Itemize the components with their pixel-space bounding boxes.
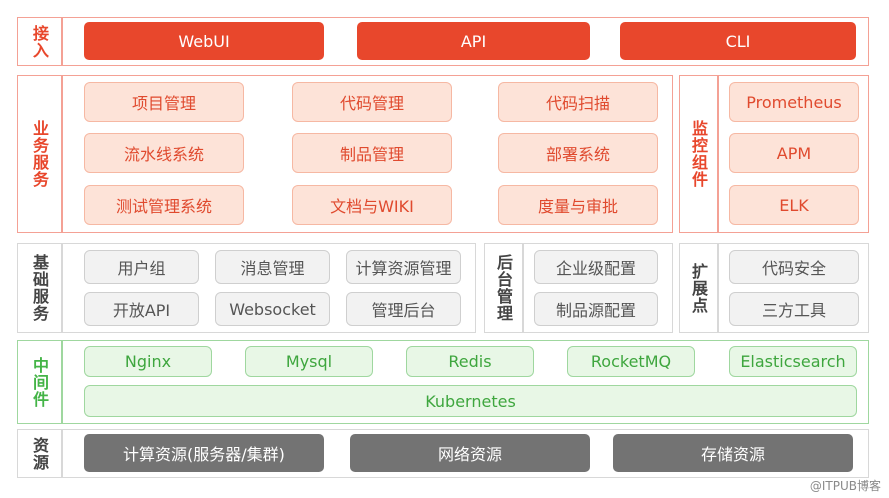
elk-box: ELK xyxy=(729,185,859,225)
monitor-layer-label: 监控组件 xyxy=(689,120,708,188)
access-layer-label: 接入 xyxy=(30,24,49,59)
monitor-divider xyxy=(717,75,719,233)
artifact-source-config-box: 制品源配置 xyxy=(534,292,658,326)
storage-resources-box: 存储资源 xyxy=(613,434,853,472)
api-box: API xyxy=(357,22,590,60)
code-management-box: 代码管理 xyxy=(292,82,452,122)
webui-box: WebUI xyxy=(84,22,324,60)
watermark: @ITPUB博客 xyxy=(809,479,881,493)
resources-layer-label: 资源 xyxy=(30,436,49,471)
compute-resource-management-box: 计算资源管理 xyxy=(346,250,461,284)
metrics-approval-box: 度量与审批 xyxy=(498,185,658,225)
cli-box: CLI xyxy=(620,22,856,60)
elasticsearch-box: Elasticsearch xyxy=(729,346,857,377)
apm-box: APM xyxy=(729,133,859,173)
extension-divider xyxy=(717,243,719,333)
docs-wiki-box: 文档与WIKI xyxy=(292,185,452,225)
message-management-box: 消息管理 xyxy=(215,250,330,284)
middleware-layer-label: 中间件 xyxy=(30,356,49,408)
rocketmq-box: RocketMQ xyxy=(567,346,695,377)
network-resources-box: 网络资源 xyxy=(350,434,590,472)
base-divider xyxy=(61,243,63,333)
admin-backend-box: 管理后台 xyxy=(346,292,461,326)
websocket-box: Websocket xyxy=(215,292,330,326)
code-scan-box: 代码扫描 xyxy=(498,82,658,122)
business-layer-label: 业务服务 xyxy=(30,120,49,188)
code-security-box: 代码安全 xyxy=(729,250,859,284)
access-divider xyxy=(61,17,63,66)
test-management-box: 测试管理系统 xyxy=(84,185,244,225)
enterprise-config-box: 企业级配置 xyxy=(534,250,658,284)
kubernetes-box: Kubernetes xyxy=(84,385,857,417)
redis-box: Redis xyxy=(406,346,534,377)
pipeline-system-box: 流水线系统 xyxy=(84,133,244,173)
open-api-box: 开放API xyxy=(84,292,199,326)
admin-divider xyxy=(522,243,524,333)
base-layer-label: 基础服务 xyxy=(30,254,49,322)
user-group-box: 用户组 xyxy=(84,250,199,284)
project-management-box: 项目管理 xyxy=(84,82,244,122)
deploy-system-box: 部署系统 xyxy=(498,133,658,173)
artifact-management-box: 制品管理 xyxy=(292,133,452,173)
prometheus-box: Prometheus xyxy=(729,82,859,122)
extension-layer-label: 扩展点 xyxy=(689,262,708,314)
mysql-box: Mysql xyxy=(245,346,373,377)
third-party-tools-box: 三方工具 xyxy=(729,292,859,326)
admin-layer-label: 后台管理 xyxy=(494,254,513,322)
nginx-box: Nginx xyxy=(84,346,212,377)
business-divider xyxy=(61,75,63,233)
middleware-divider xyxy=(61,340,63,424)
resources-divider xyxy=(61,429,63,478)
compute-resources-box: 计算资源(服务器/集群) xyxy=(84,434,324,472)
